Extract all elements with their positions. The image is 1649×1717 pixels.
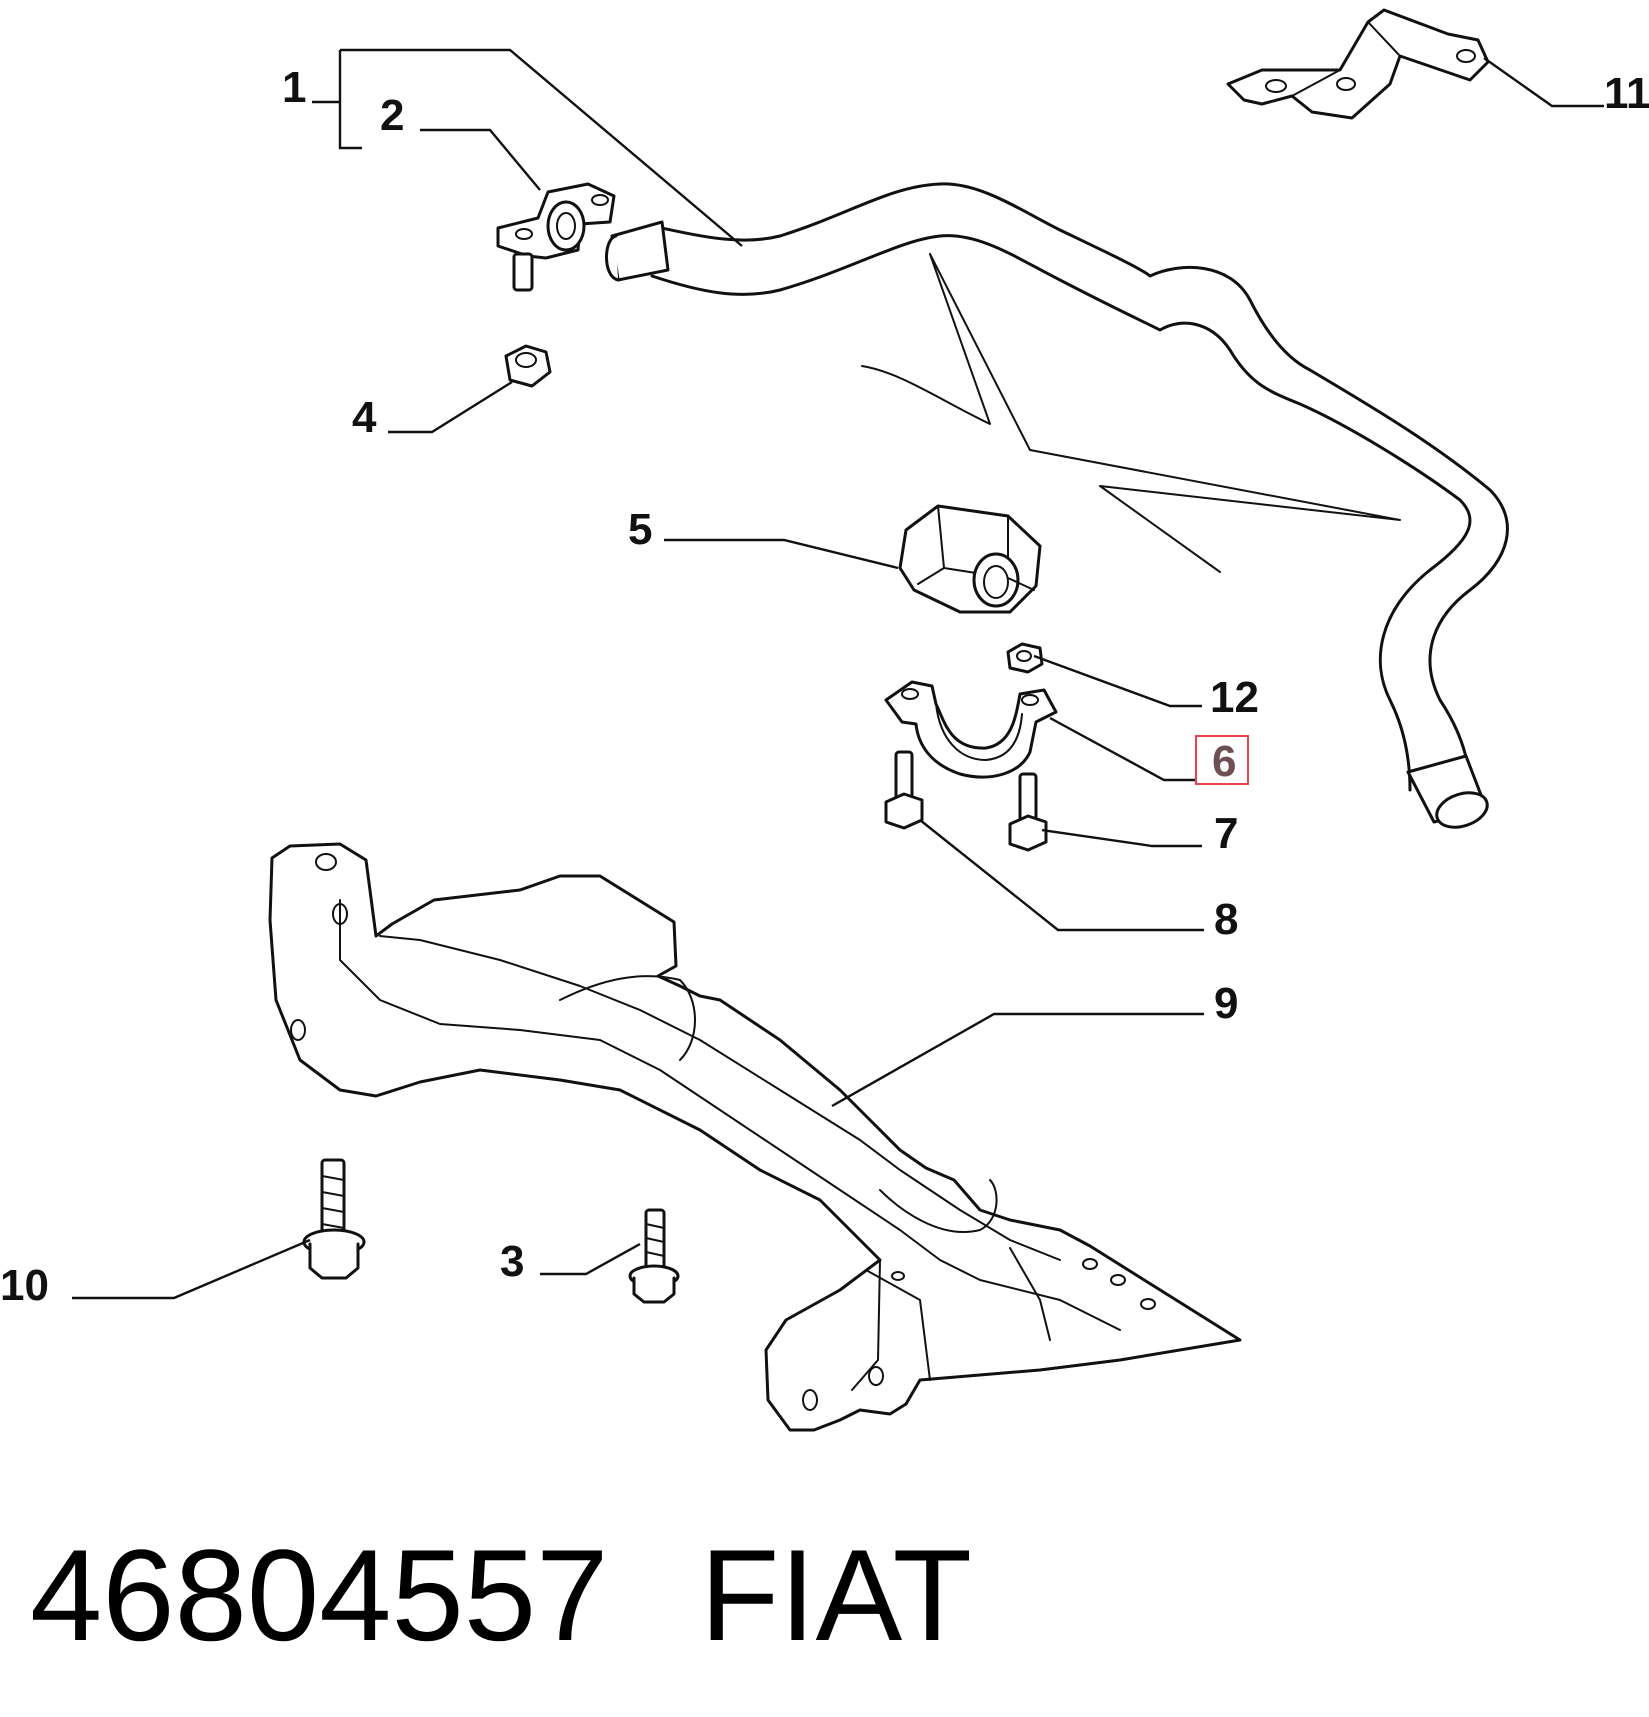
callout-6: 6 — [1212, 737, 1236, 786]
clamp-part-6 — [884, 680, 1058, 779]
leader-6 — [1049, 716, 1196, 782]
bolt-part-10 — [302, 1158, 366, 1280]
callout-12: 12 — [1210, 673, 1259, 722]
bolt-part-8 — [884, 750, 924, 830]
brand-name: FIAT — [700, 1522, 972, 1668]
nut-part-12 — [1006, 642, 1044, 674]
leader-9 — [831, 1012, 1204, 1108]
leader-12 — [1033, 654, 1202, 708]
callout-1: 1 — [282, 63, 306, 112]
bolt-part-3 — [628, 1208, 680, 1304]
callout-4: 4 — [352, 393, 377, 442]
leader-5 — [664, 538, 899, 570]
callout-labels: 1 2 4 5 12 6 7 8 9 10 3 11 — [0, 63, 1649, 1310]
callout-9: 9 — [1214, 979, 1238, 1028]
leader-7 — [1041, 828, 1202, 848]
leader-8 — [919, 819, 1204, 932]
callout-7: 7 — [1214, 809, 1238, 858]
stabilizer-bar-part-1 — [605, 182, 1509, 829]
callout-3: 3 — [500, 1237, 524, 1286]
bushing-part-5 — [898, 504, 1042, 614]
nut-part-4 — [504, 344, 552, 388]
leader-1 — [312, 48, 743, 247]
crossmember-part-9 — [268, 842, 1242, 1432]
callout-11: 11 — [1604, 69, 1649, 118]
leader-10 — [72, 1238, 311, 1300]
leader-4 — [388, 380, 513, 434]
callout-2: 2 — [380, 91, 404, 140]
callout-10: 10 — [0, 1261, 49, 1310]
leader-lines — [72, 48, 1604, 1300]
leader-2 — [420, 128, 541, 191]
link-bracket-part-2 — [496, 182, 616, 292]
bolt-part-7 — [1008, 772, 1048, 852]
leader-11 — [1483, 57, 1604, 108]
leader-3 — [540, 1242, 641, 1276]
part-number: 46804557 — [30, 1522, 608, 1668]
bracket-part-11 — [1226, 8, 1490, 120]
callout-8: 8 — [1214, 895, 1238, 944]
highlight-box — [1195, 735, 1249, 785]
callout-5: 5 — [628, 505, 652, 554]
